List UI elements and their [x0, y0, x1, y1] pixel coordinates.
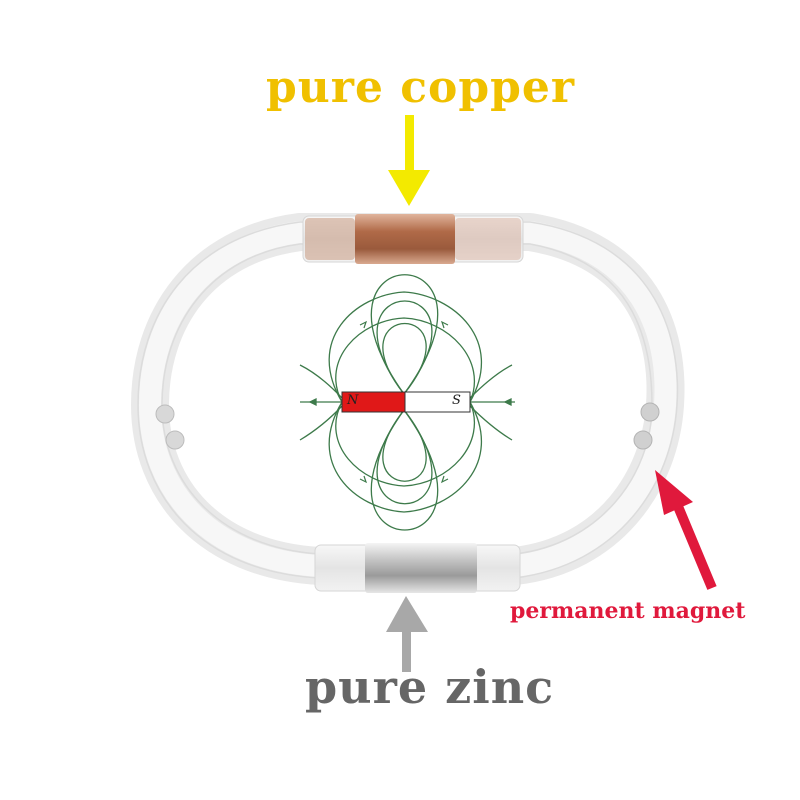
bar-magnet — [341, 391, 471, 413]
copper-arrow — [388, 115, 430, 206]
pure-zinc-label: pure zinc — [305, 660, 555, 714]
permanent-magnet-label: permanent magnet — [510, 598, 746, 624]
south-pole-label: S — [452, 393, 461, 408]
zinc-arrow — [386, 596, 428, 672]
magnet-beads-right — [633, 402, 660, 450]
pure-copper-label: pure copper — [266, 62, 576, 113]
north-pole-label: N — [347, 393, 359, 408]
magnetic-field-diagram — [299, 274, 515, 531]
magnet-beads-left — [155, 404, 185, 450]
zinc-sleeve — [314, 543, 521, 593]
magnet-arrow — [655, 470, 717, 590]
copper-sleeve — [302, 214, 524, 264]
